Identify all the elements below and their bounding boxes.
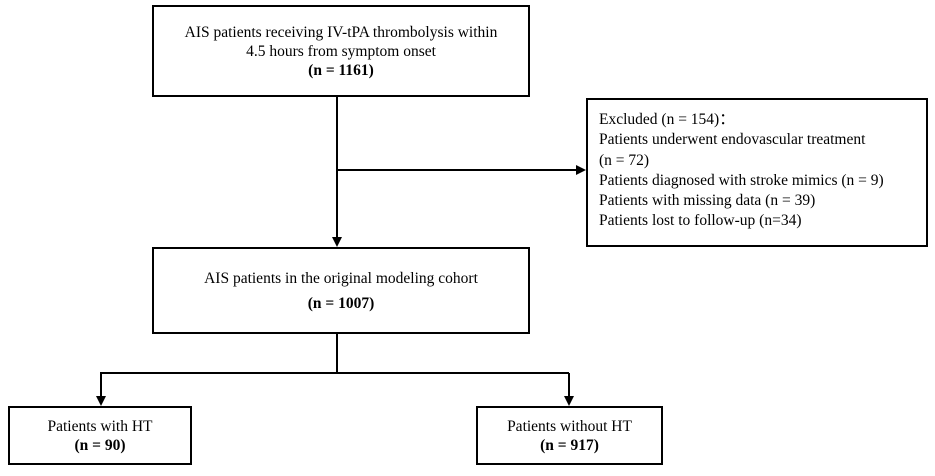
box-modeling-cohort: AIS patients in the original modeling co…	[152, 247, 530, 334]
box-excluded: Excluded (n = 154)： Patients underwent e…	[586, 98, 928, 247]
without-ht-count: (n = 917)	[540, 436, 599, 454]
initial-cohort-count: (n = 1161)	[308, 61, 374, 79]
excluded-reason-missing-data: Patients with missing data (n = 39)	[599, 192, 816, 210]
with-ht-label: Patients with HT	[47, 417, 153, 435]
excluded-reason-stroke-mimics: Patients diagnosed with stroke mimics (n…	[599, 171, 884, 189]
box-initial-cohort: AIS patients receiving IV-tPA thrombolys…	[152, 5, 530, 97]
box-without-ht: Patients without HT (n = 917)	[476, 406, 663, 465]
excluded-reason-lost-follow-up: Patients lost to follow-up (n=34)	[599, 212, 802, 230]
modeling-cohort-count: (n = 1007)	[307, 294, 375, 312]
initial-cohort-line2: 4.5 hours from symptom onset	[246, 42, 436, 60]
excluded-title: Excluded (n = 154)：	[599, 111, 735, 128]
excluded-reason-endovascular: Patients underwent endovascular treatmen…	[599, 131, 866, 149]
modeling-cohort-label: AIS patients in the original modeling co…	[204, 269, 478, 287]
without-ht-label: Patients without HT	[507, 417, 632, 435]
excluded-reason-endovascular-count: (n = 72)	[599, 151, 650, 169]
initial-cohort-line1: AIS patients receiving IV-tPA thrombolys…	[184, 23, 498, 41]
box-with-ht: Patients with HT (n = 90)	[8, 406, 192, 465]
with-ht-count: (n = 90)	[74, 436, 126, 454]
